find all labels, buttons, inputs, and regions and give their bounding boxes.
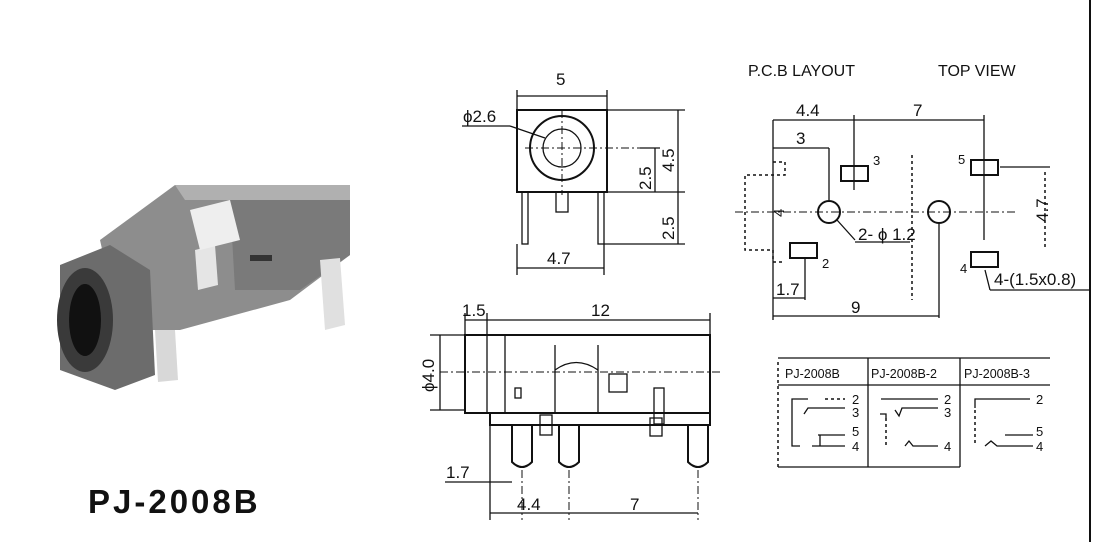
table-header: PJ-2008B-3 bbox=[964, 367, 1030, 381]
front-view bbox=[462, 90, 685, 275]
product-photo bbox=[57, 185, 350, 390]
side-view bbox=[430, 313, 720, 520]
pcb-pads: 4-(1.5x0.8) bbox=[994, 270, 1076, 289]
dim-side-diameter: ϕ4.0 bbox=[419, 359, 438, 392]
pcb-pin-label: 5 bbox=[958, 152, 965, 167]
pin-label: 4 bbox=[944, 439, 951, 454]
dim-front-width: 5 bbox=[556, 70, 565, 89]
dim-front-center: 2.5 bbox=[636, 166, 655, 190]
pin-label: 5 bbox=[852, 424, 859, 439]
dim-front-hole: ϕ2.6 bbox=[463, 107, 496, 126]
product-model: PJ-2008B bbox=[88, 483, 261, 520]
pin-label: 4 bbox=[852, 439, 859, 454]
pin-label: 3 bbox=[944, 405, 951, 420]
dim-side-front: 1.5 bbox=[462, 301, 486, 320]
table-pin-labels: 2 3 5 4 2 3 4 2 5 4 bbox=[852, 392, 1043, 454]
pcb-dim-4-4: 4.4 bbox=[796, 101, 820, 120]
pcb-dim-3: 3 bbox=[796, 129, 805, 148]
table-header: PJ-2008B-2 bbox=[871, 367, 937, 381]
pin-label: 5 bbox=[1036, 424, 1043, 439]
dim-front-span: 4.7 bbox=[547, 249, 571, 268]
pcb-pin-label: 2 bbox=[822, 256, 829, 271]
pin-label: 2 bbox=[944, 392, 951, 407]
pin-label: 4 bbox=[1036, 439, 1043, 454]
pcb-layout bbox=[735, 115, 1090, 320]
pcb-view: TOP VIEW bbox=[938, 63, 1017, 80]
pcb-dim-4-7: 4.7 bbox=[1033, 198, 1052, 222]
pcb-dim-4: 4 bbox=[771, 209, 788, 217]
pcb-dim-9: 9 bbox=[851, 298, 860, 317]
dim-side-pitch-b: 7 bbox=[630, 495, 639, 514]
pcb-pin-label: 3 bbox=[873, 153, 880, 168]
pcb-dim-7: 7 bbox=[913, 101, 922, 120]
pin-label: 3 bbox=[852, 405, 859, 420]
dim-side-length: 12 bbox=[591, 301, 610, 320]
pcb-dim-1-7: 1.7 bbox=[776, 280, 800, 299]
pin-label: 2 bbox=[852, 392, 859, 407]
table-header: PJ-2008B bbox=[785, 367, 840, 381]
schematic-table bbox=[777, 357, 1050, 468]
pcb-title: P.C.B LAYOUT bbox=[748, 63, 855, 80]
pcb-holes: 2- ϕ 1.2 bbox=[858, 225, 916, 244]
dim-front-pin: 2.5 bbox=[659, 216, 678, 240]
dim-side-pitch-a: 4.4 bbox=[517, 495, 541, 514]
dim-side-pin-offset: 1.7 bbox=[446, 463, 470, 482]
dim-front-height: 4.5 bbox=[659, 148, 678, 172]
pcb-pin-label: 4 bbox=[960, 261, 967, 276]
pin-label: 2 bbox=[1036, 392, 1043, 407]
